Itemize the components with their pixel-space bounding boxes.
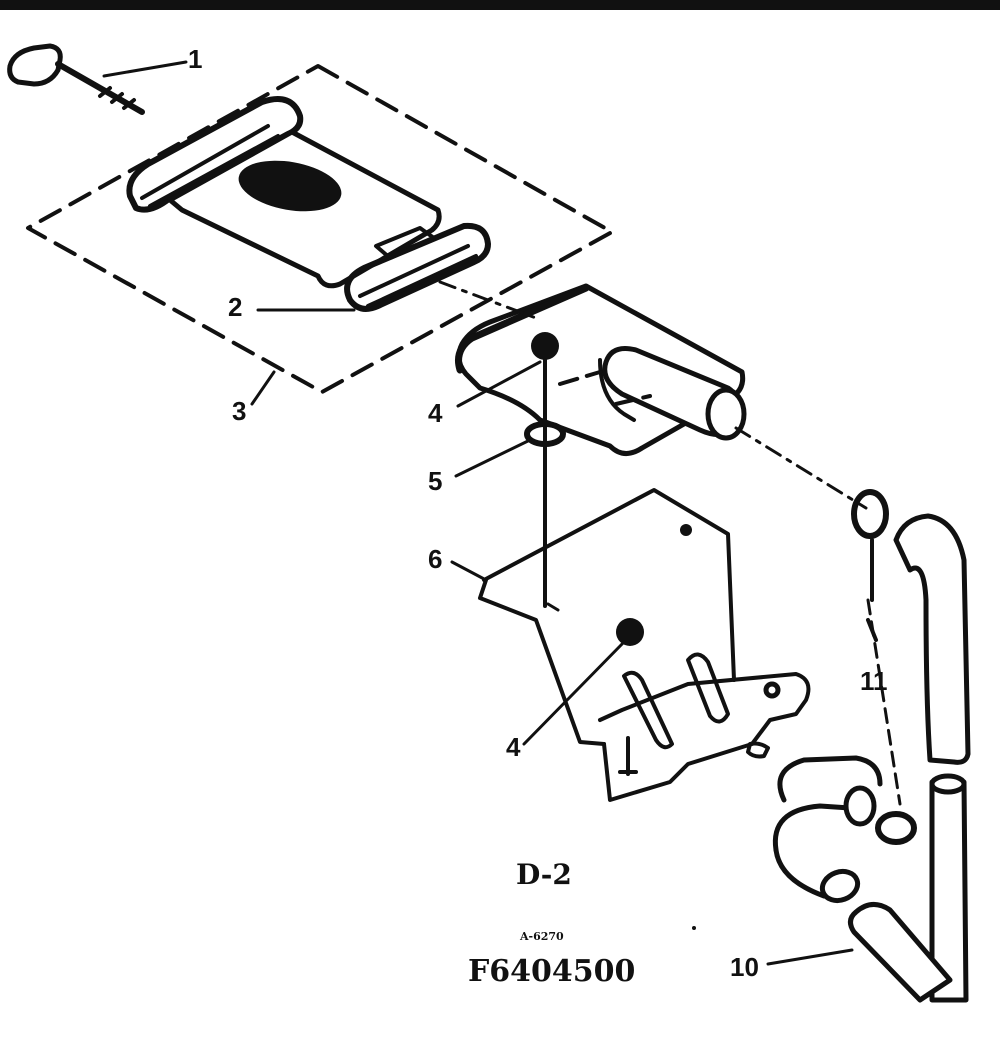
callout-2: 2 (228, 292, 243, 322)
part-bracket-plate (478, 488, 736, 746)
leader-lines (102, 60, 854, 966)
part-pin (7, 43, 145, 115)
callout-6: 6 (428, 544, 443, 574)
callout-1: 1 (188, 44, 203, 74)
screw-head-lower (616, 618, 644, 646)
part-mounting-bracket (598, 652, 811, 802)
detail-dot (692, 926, 696, 930)
top-border (0, 0, 1000, 10)
callout-11: 11 (860, 666, 888, 696)
part-gas-tube (772, 489, 971, 1003)
callout-5: 5 (428, 466, 443, 496)
part-burner-tray (126, 96, 491, 312)
callout-4-lower: 4 (506, 732, 521, 762)
part-burner-tube (455, 283, 747, 456)
figure-label: D-2 (516, 858, 572, 891)
callout-10: 10 (730, 952, 759, 982)
part-number: F6404500 (468, 954, 636, 989)
callout-4-upper: 4 (428, 398, 443, 428)
callout-3: 3 (232, 396, 247, 426)
small-code: A-6270 (520, 930, 564, 943)
screw-head-upper (531, 332, 559, 360)
assembly-boundary-dashed (26, 64, 614, 394)
